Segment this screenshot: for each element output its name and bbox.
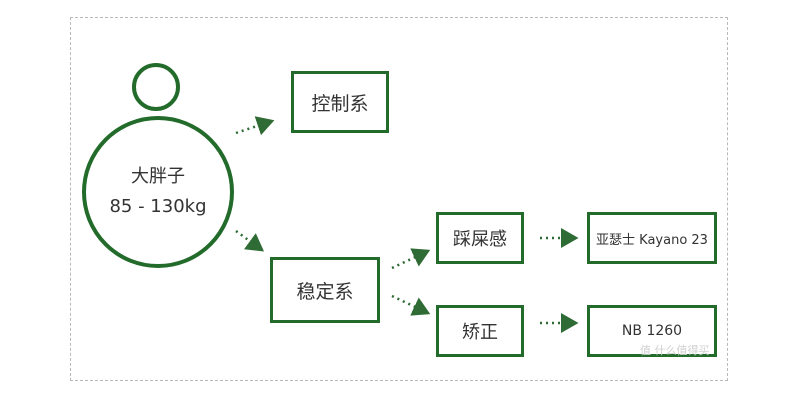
person-head — [132, 63, 180, 111]
node-correction-label: 矫正 — [462, 322, 498, 343]
person-weight: 85 - 130kg — [109, 196, 207, 217]
arrow-to-correction — [391, 294, 431, 316]
node-control-label: 控制系 — [311, 92, 369, 115]
node-stability: 稳定系 — [270, 257, 380, 323]
node-stepping-feel: 踩屎感 — [436, 212, 524, 264]
arrow-to-stability — [235, 229, 265, 252]
node-shoe-asics: 亚瑟士 Kayano 23 — [587, 212, 717, 264]
arrow-to-stepping-feel — [391, 248, 431, 270]
node-control: 控制系 — [291, 71, 389, 133]
person-body: 大胖子 85 - 130kg — [82, 116, 234, 268]
node-shoe-nb: NB 1260 — [587, 305, 717, 357]
node-shoe-nb-label: NB 1260 — [621, 323, 683, 339]
person-label: 大胖子 — [131, 166, 185, 187]
diagram-frame — [70, 17, 728, 381]
node-stability-label: 稳定系 — [296, 280, 354, 303]
watermark: 值 什么值得买 — [640, 344, 710, 357]
node-stepping-feel-label: 踩屎感 — [453, 229, 507, 250]
arrow-to-control — [235, 116, 275, 136]
node-shoe-asics-label: 亚瑟士 Kayano 23 — [596, 232, 708, 248]
node-correction: 矫正 — [436, 305, 524, 357]
